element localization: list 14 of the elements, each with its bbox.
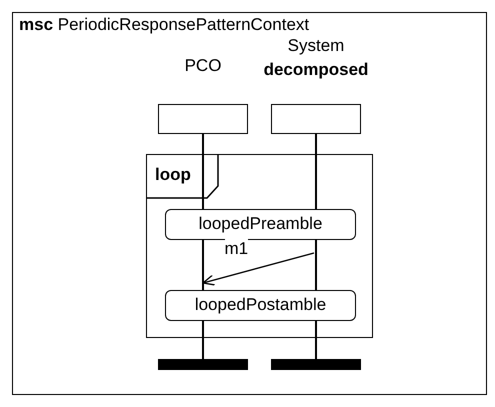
instance-end-bar <box>158 359 248 370</box>
frame-label: msc PeriodicResponsePatternContext <box>19 15 310 35</box>
instance-end-bar <box>271 359 361 370</box>
instance-kind: decomposed <box>262 60 370 80</box>
message-arrow <box>202 252 314 286</box>
loop-frame <box>146 154 373 338</box>
instance-name: PCO <box>184 56 222 76</box>
instance-name: System <box>286 36 346 56</box>
diagram-frame <box>12 12 487 395</box>
loop-operator: loop <box>155 165 191 185</box>
reference-box: loopedPreamble <box>165 209 356 240</box>
lifeline <box>202 134 204 359</box>
lifeline <box>315 134 316 359</box>
reference-box: loopedPostamble <box>165 290 356 321</box>
